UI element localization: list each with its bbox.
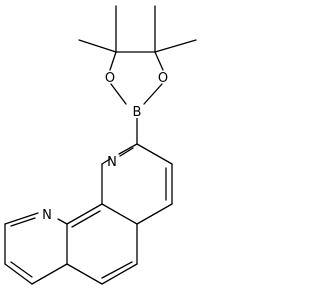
bond-c7-c6a — [31, 263, 68, 285]
methyl-bonds — [78, 5, 197, 53]
atom-label-boron: B — [133, 105, 142, 120]
bond-c10c-c10b-double — [71, 210, 101, 228]
ring-bond-o-b-right — [143, 83, 163, 105]
ring-bond-c-o-left — [109, 51, 117, 71]
atom-label-oxygen-left: O — [105, 71, 115, 86]
bond-c2-n1-double — [119, 147, 134, 157]
bond-c8-c7-double — [10, 261, 33, 278]
ring-bond-o-b-left — [110, 83, 127, 105]
molecule-diagram: O O B N N — [4, 5, 197, 285]
dioxaborolane-ring — [109, 51, 164, 105]
bond-c6-c6a — [66, 263, 103, 285]
bond-c2-n1 — [118, 143, 138, 155]
structure-svg: O O B N N — [4, 5, 197, 285]
bond-c8-c7 — [4, 263, 33, 285]
ring-bond-c-o-right — [154, 51, 164, 71]
bond-c5-c6 — [101, 263, 138, 285]
bond-c5-c6-double — [101, 261, 133, 279]
phenanthroline-bonds — [4, 143, 173, 285]
atom-label-nitrogen-10: N — [42, 208, 52, 223]
bond-n10-c9 — [4, 212, 39, 225]
bond-c2-c3 — [136, 143, 173, 165]
bond-c10c-c10b — [66, 203, 103, 225]
atom-label-oxygen-right: O — [158, 71, 168, 86]
atom-label-nitrogen-1: N — [107, 155, 117, 170]
bond-c4a-c10b — [101, 203, 138, 225]
atom-labels: O O B N N — [42, 71, 168, 223]
bond-c10c-n10 — [57, 218, 68, 225]
methyl-bond-right — [154, 39, 197, 53]
methyl-bond-left — [78, 39, 117, 53]
bond-c10a-n1 — [101, 158, 111, 165]
bond-c4-c4a — [136, 203, 173, 225]
bond-n10-c9-double — [10, 217, 36, 227]
